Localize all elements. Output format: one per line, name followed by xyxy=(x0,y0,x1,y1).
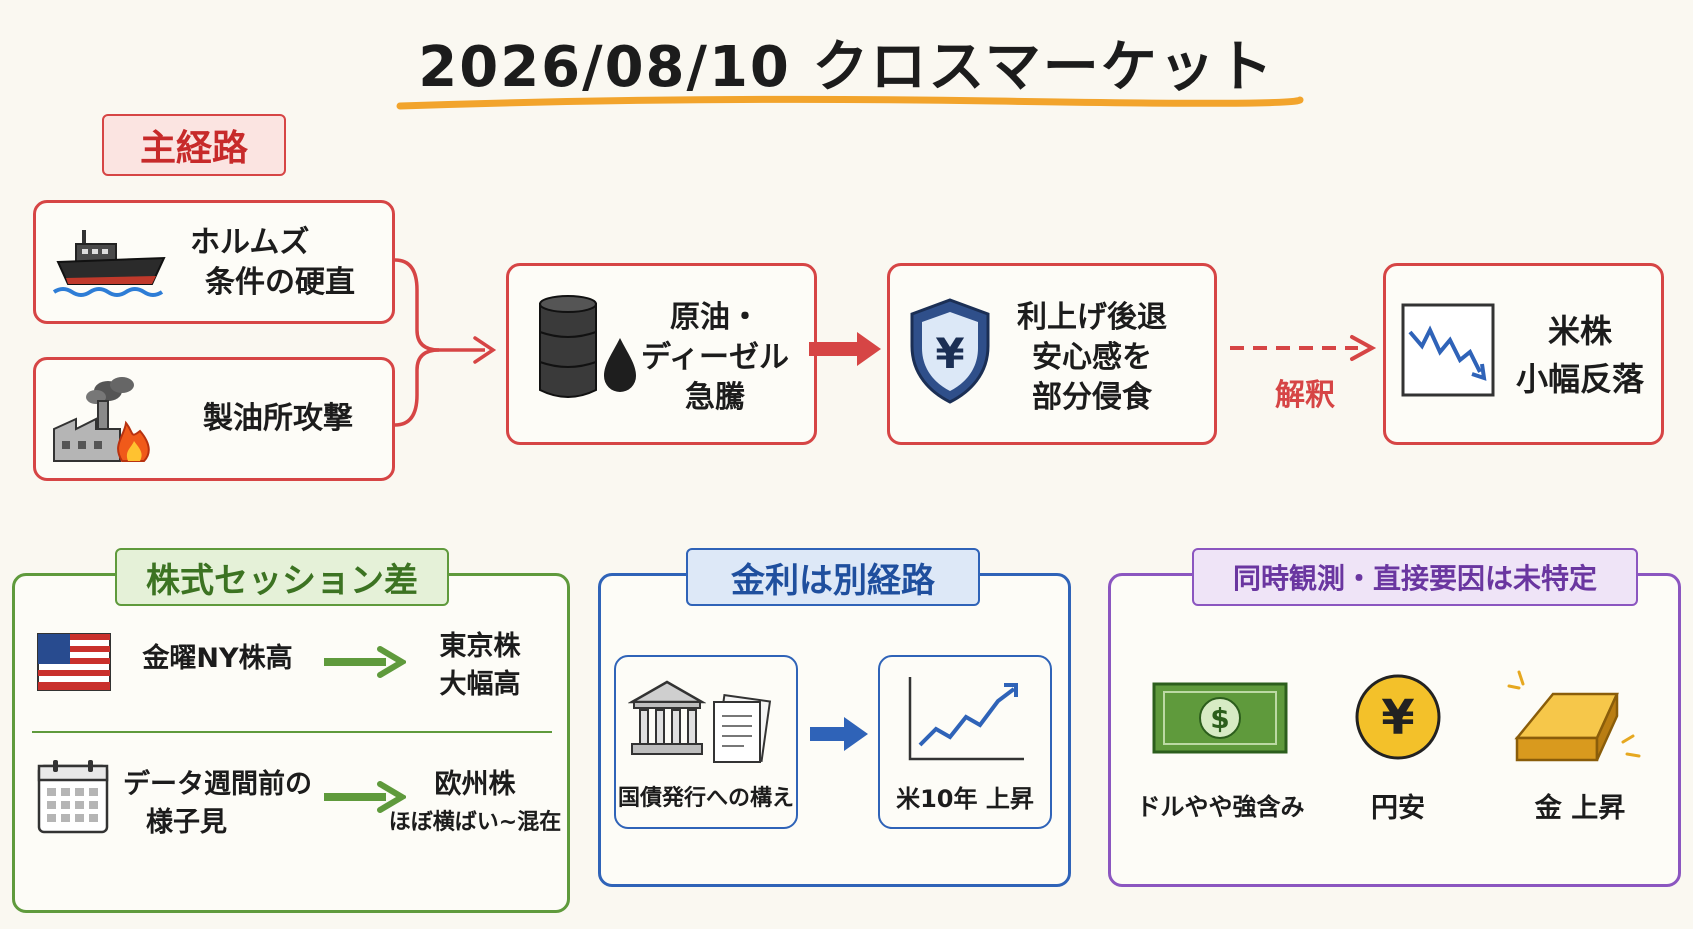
us10y-label: 米10年 上昇 xyxy=(896,785,1034,813)
us-stocks-line1: 米株 xyxy=(1547,312,1612,350)
dollar-bill-icon: $ xyxy=(1152,682,1288,754)
us10y-box xyxy=(878,655,1052,829)
bond-to-yield-arrow xyxy=(810,717,868,751)
pre-data-week-line1: データ週間前の xyxy=(123,769,312,800)
gold-label: 金 上昇 xyxy=(1534,793,1626,824)
wait-to-europe-arrow xyxy=(324,781,406,813)
rising-chart-icon xyxy=(908,677,1024,761)
yen-label: 円安 xyxy=(1371,793,1425,824)
rates-route-tag: 金利は別経路 xyxy=(686,548,980,606)
cause-hormuz-line2: 条件の硬直 xyxy=(205,265,355,300)
rate-hike-retreat-box xyxy=(887,263,1217,445)
title-underline xyxy=(396,95,1304,110)
falling-chart-icon xyxy=(1401,303,1495,397)
tokyo-stocks-line2: 大幅高 xyxy=(439,669,521,700)
europe-stocks-line2: ほぼ横ばい~混在 xyxy=(388,810,562,835)
yen-shield-icon: ¥ xyxy=(910,298,990,404)
bond-issuance-label: 国債発行への構え xyxy=(617,786,794,811)
oil-line1: 原油・ xyxy=(670,300,760,335)
rates-line2: 安心感を xyxy=(1032,340,1152,375)
us-stocks-line2: 小幅反落 xyxy=(1515,360,1644,398)
equity-session-tag: 株式セッション差 xyxy=(115,548,449,606)
gold-bar-icon xyxy=(1507,670,1641,762)
bank-icon xyxy=(628,680,706,755)
ny-stocks-up: 金曜NY株高 xyxy=(142,643,293,674)
tokyo-stocks-line1: 東京株 xyxy=(439,631,521,662)
simultaneous-tag: 同時観測・直接要因は未特定 xyxy=(1192,548,1638,606)
oil-to-rates-arrow xyxy=(809,332,881,366)
oil-line3: 急騰 xyxy=(685,380,745,415)
document-icon xyxy=(713,694,772,763)
main-route-tag: 主経路 xyxy=(102,114,286,176)
europe-stocks-line1: 欧州株 xyxy=(434,769,516,800)
cause-refinery-label: 製油所攻撃 xyxy=(203,401,353,436)
svg-text:$: $ xyxy=(1210,702,1229,735)
oil-line2: ディーゼル xyxy=(641,340,789,375)
cause-hormuz-line1: ホルムズ xyxy=(190,225,310,260)
pre-data-week-line2: 様子見 xyxy=(146,807,227,838)
equity-session-panel xyxy=(12,573,570,913)
cause-merge-arrow xyxy=(395,258,497,427)
yen-coin-icon: ¥ xyxy=(1355,674,1441,760)
svg-text:¥: ¥ xyxy=(935,329,964,378)
us-flag-icon xyxy=(37,633,111,691)
equity-divider xyxy=(32,731,552,733)
oil-barrel-icon xyxy=(539,295,636,398)
burning-factory-icon xyxy=(53,377,150,462)
calendar-icon xyxy=(37,760,109,834)
page-title: 2026/08/10 クロスマーケット xyxy=(418,35,1275,100)
rates-line3: 部分侵食 xyxy=(1032,380,1152,415)
ny-to-tokyo-arrow xyxy=(324,646,406,678)
svg-text:¥: ¥ xyxy=(1381,690,1414,746)
ship-icon xyxy=(52,230,166,297)
dollar-label: ドルやや強含み xyxy=(1136,793,1305,821)
interpretation-arrow xyxy=(1230,335,1377,361)
interpretation-label: 解釈 xyxy=(1275,378,1335,413)
rates-line1: 利上げ後退 xyxy=(1017,300,1167,335)
